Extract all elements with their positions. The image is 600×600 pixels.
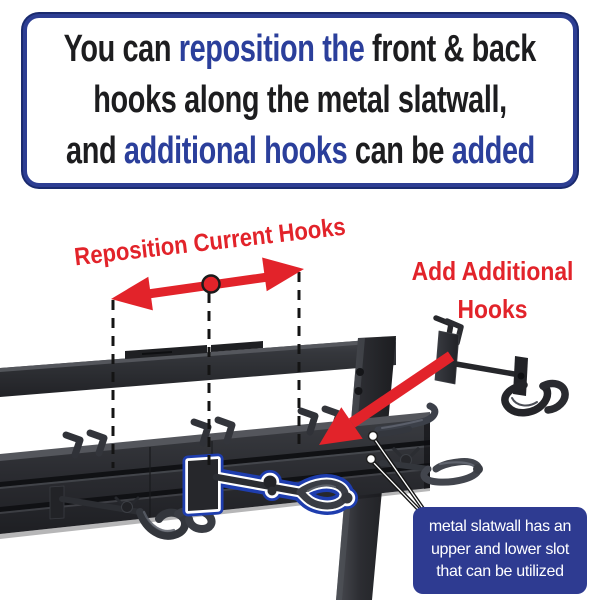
- right-side-hooks: [374, 402, 483, 486]
- add-label-line-2: Hooks: [457, 294, 528, 324]
- dashed-position-guides: [111, 272, 301, 468]
- additional-hook-cutout: [433, 315, 569, 417]
- headline-text: front & back: [372, 28, 537, 70]
- add-additional-hooks-label: Add Additional Hooks: [411, 252, 574, 328]
- headline-line-3: and additional hooks can be added: [66, 126, 535, 177]
- rack-top-rail: [0, 338, 396, 397]
- headline-banner: You can reposition the front & back hook…: [23, 14, 577, 187]
- headline-text: and: [65, 130, 124, 172]
- callout-line-3: that can be utilized: [436, 563, 564, 581]
- headline-text: can be: [354, 130, 452, 172]
- upper-slot-dot: [367, 430, 379, 442]
- headline-line-2: hooks along the metal slatwall,: [93, 75, 507, 126]
- headline-text-blue: reposition the: [178, 28, 373, 70]
- callout-line-2: upper and lower slot: [430, 540, 570, 558]
- bolt-hole: [356, 368, 364, 376]
- slatwall-callout-box: metal slatwall has an upper and lower sl…: [413, 507, 587, 595]
- headline-text-blue: additional hooks: [123, 130, 355, 172]
- highlighted-hook: [182, 453, 358, 517]
- callout-leader-lines: [365, 430, 426, 513]
- lower-slot-dot: [365, 453, 377, 465]
- red-pointer-arrow: [319, 351, 455, 445]
- bolt-hole: [354, 387, 363, 395]
- headline-line-1: You can reposition the front & back: [63, 24, 537, 75]
- red-double-headed-arrow: [111, 257, 304, 311]
- add-label-line-1: Add Additional: [411, 256, 574, 286]
- headline-text: hooks along the metal slatwall,: [93, 79, 507, 121]
- callout-line-1: metal slatwall has an: [428, 518, 572, 535]
- headline-text: You can: [63, 28, 179, 70]
- headline-text-blue: added: [451, 130, 535, 172]
- pivot-dot: [201, 274, 221, 294]
